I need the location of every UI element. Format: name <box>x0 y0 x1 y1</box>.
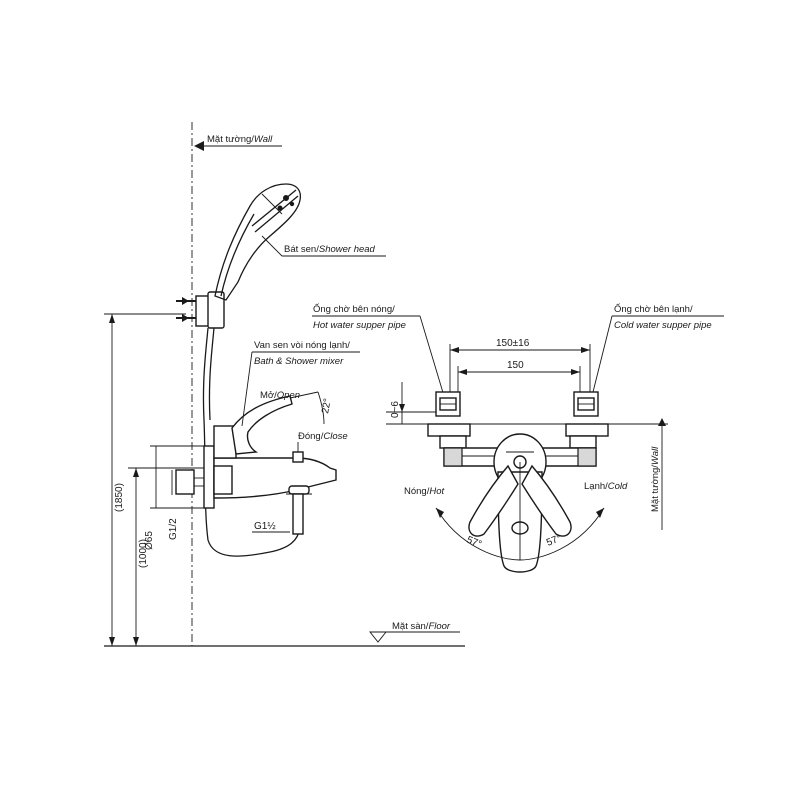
svg-text:Mặt tường/Wall: Mặt tường/Wall <box>650 446 661 512</box>
mixer-label: Van sen vòi nóng lạnh/ Bath & Shower mix… <box>241 340 360 427</box>
svg-text:Hot water supper pipe: Hot water supper pipe <box>313 320 406 331</box>
diverter-knob <box>292 442 304 463</box>
hot-pipe-label: Ống chờ bên nóng/ Hot water supper pipe <box>312 303 445 397</box>
rotation-arc: 57° 57° <box>435 462 605 561</box>
wall-label-side: Mặt tường/Wall <box>650 418 666 530</box>
mixer-wall-plate <box>175 445 215 509</box>
shower-head-label: Bát sen/Shower head <box>261 235 386 257</box>
cold-pipe-label: Ống chờ bên lạnh/ Cold water supper pipe <box>591 303 724 397</box>
dimension-spacing: 150 <box>457 360 581 412</box>
shower-hose <box>202 327 301 557</box>
lever-cold-position <box>521 464 572 537</box>
svg-text:Lạnh/Cold: Lạnh/Cold <box>584 481 628 492</box>
svg-text:Van sen vòi nóng lạnh/: Van sen vòi nóng lạnh/ <box>254 340 350 351</box>
cold-label: Lạnh/Cold <box>584 481 628 492</box>
shower-bracket <box>176 291 225 329</box>
svg-text:Ống chờ bên lạnh/: Ống chờ bên lạnh/ <box>614 303 693 315</box>
wall-label-top: Mặt tường/Wall <box>194 134 282 151</box>
dimension-mixer-height: (1000) <box>128 467 210 646</box>
svg-text:Nóng/Hot: Nóng/Hot <box>404 486 445 497</box>
svg-text:Mở/Open: Mở/Open <box>260 390 300 401</box>
hot-supply-fitting <box>435 391 461 417</box>
svg-text:0~6: 0~6 <box>390 401 401 418</box>
svg-text:Đóng/Close: Đóng/Close <box>298 431 348 442</box>
open-label: Mở/Open <box>260 390 300 401</box>
svg-text:Ø65: Ø65 <box>144 531 155 550</box>
dimension-thread-vertical: G1/2 <box>168 470 179 540</box>
svg-text:150±16: 150±16 <box>496 338 530 349</box>
hot-label: Nóng/Hot <box>404 486 445 497</box>
svg-text:22°: 22° <box>320 398 333 415</box>
dimension-offset: 0~6 <box>386 382 440 424</box>
lever-hot-position <box>468 464 519 537</box>
dimension-spacing-tol: 150±16 <box>449 338 591 412</box>
mixer-body-side <box>213 425 337 499</box>
dimension-total-height: (1850) <box>104 313 186 646</box>
mixer-lever <box>231 391 319 455</box>
svg-text:Cold water supper pipe: Cold water supper pipe <box>614 320 712 331</box>
svg-text:Bát sen/Shower head: Bát sen/Shower head <box>284 244 376 255</box>
spout-outlet <box>286 485 312 535</box>
spout-thread-label: G1½ <box>254 521 276 532</box>
svg-text:Mặt tường/Wall: Mặt tường/Wall <box>207 134 273 145</box>
svg-text:(1850): (1850) <box>114 483 125 512</box>
cold-supply-fitting <box>573 391 599 417</box>
svg-text:57°: 57° <box>545 533 563 549</box>
svg-text:Ống chờ bên nóng/: Ống chờ bên nóng/ <box>313 303 395 315</box>
shower-head <box>214 183 302 301</box>
tilt-angle: 22° <box>317 391 334 425</box>
svg-text:150: 150 <box>507 360 524 371</box>
svg-text:Mặt sàn/Floor: Mặt sàn/Floor <box>392 621 451 632</box>
svg-text:Bath & Shower mixer: Bath & Shower mixer <box>254 356 344 367</box>
dimension-diameter: Ø65 <box>144 445 210 550</box>
svg-text:G1/2: G1/2 <box>168 518 179 540</box>
svg-text:57°: 57° <box>465 535 483 551</box>
svg-text:(1000): (1000) <box>138 539 149 568</box>
close-label: Đóng/Close <box>298 431 348 442</box>
floor-label: Mặt sàn/Floor <box>369 621 460 643</box>
